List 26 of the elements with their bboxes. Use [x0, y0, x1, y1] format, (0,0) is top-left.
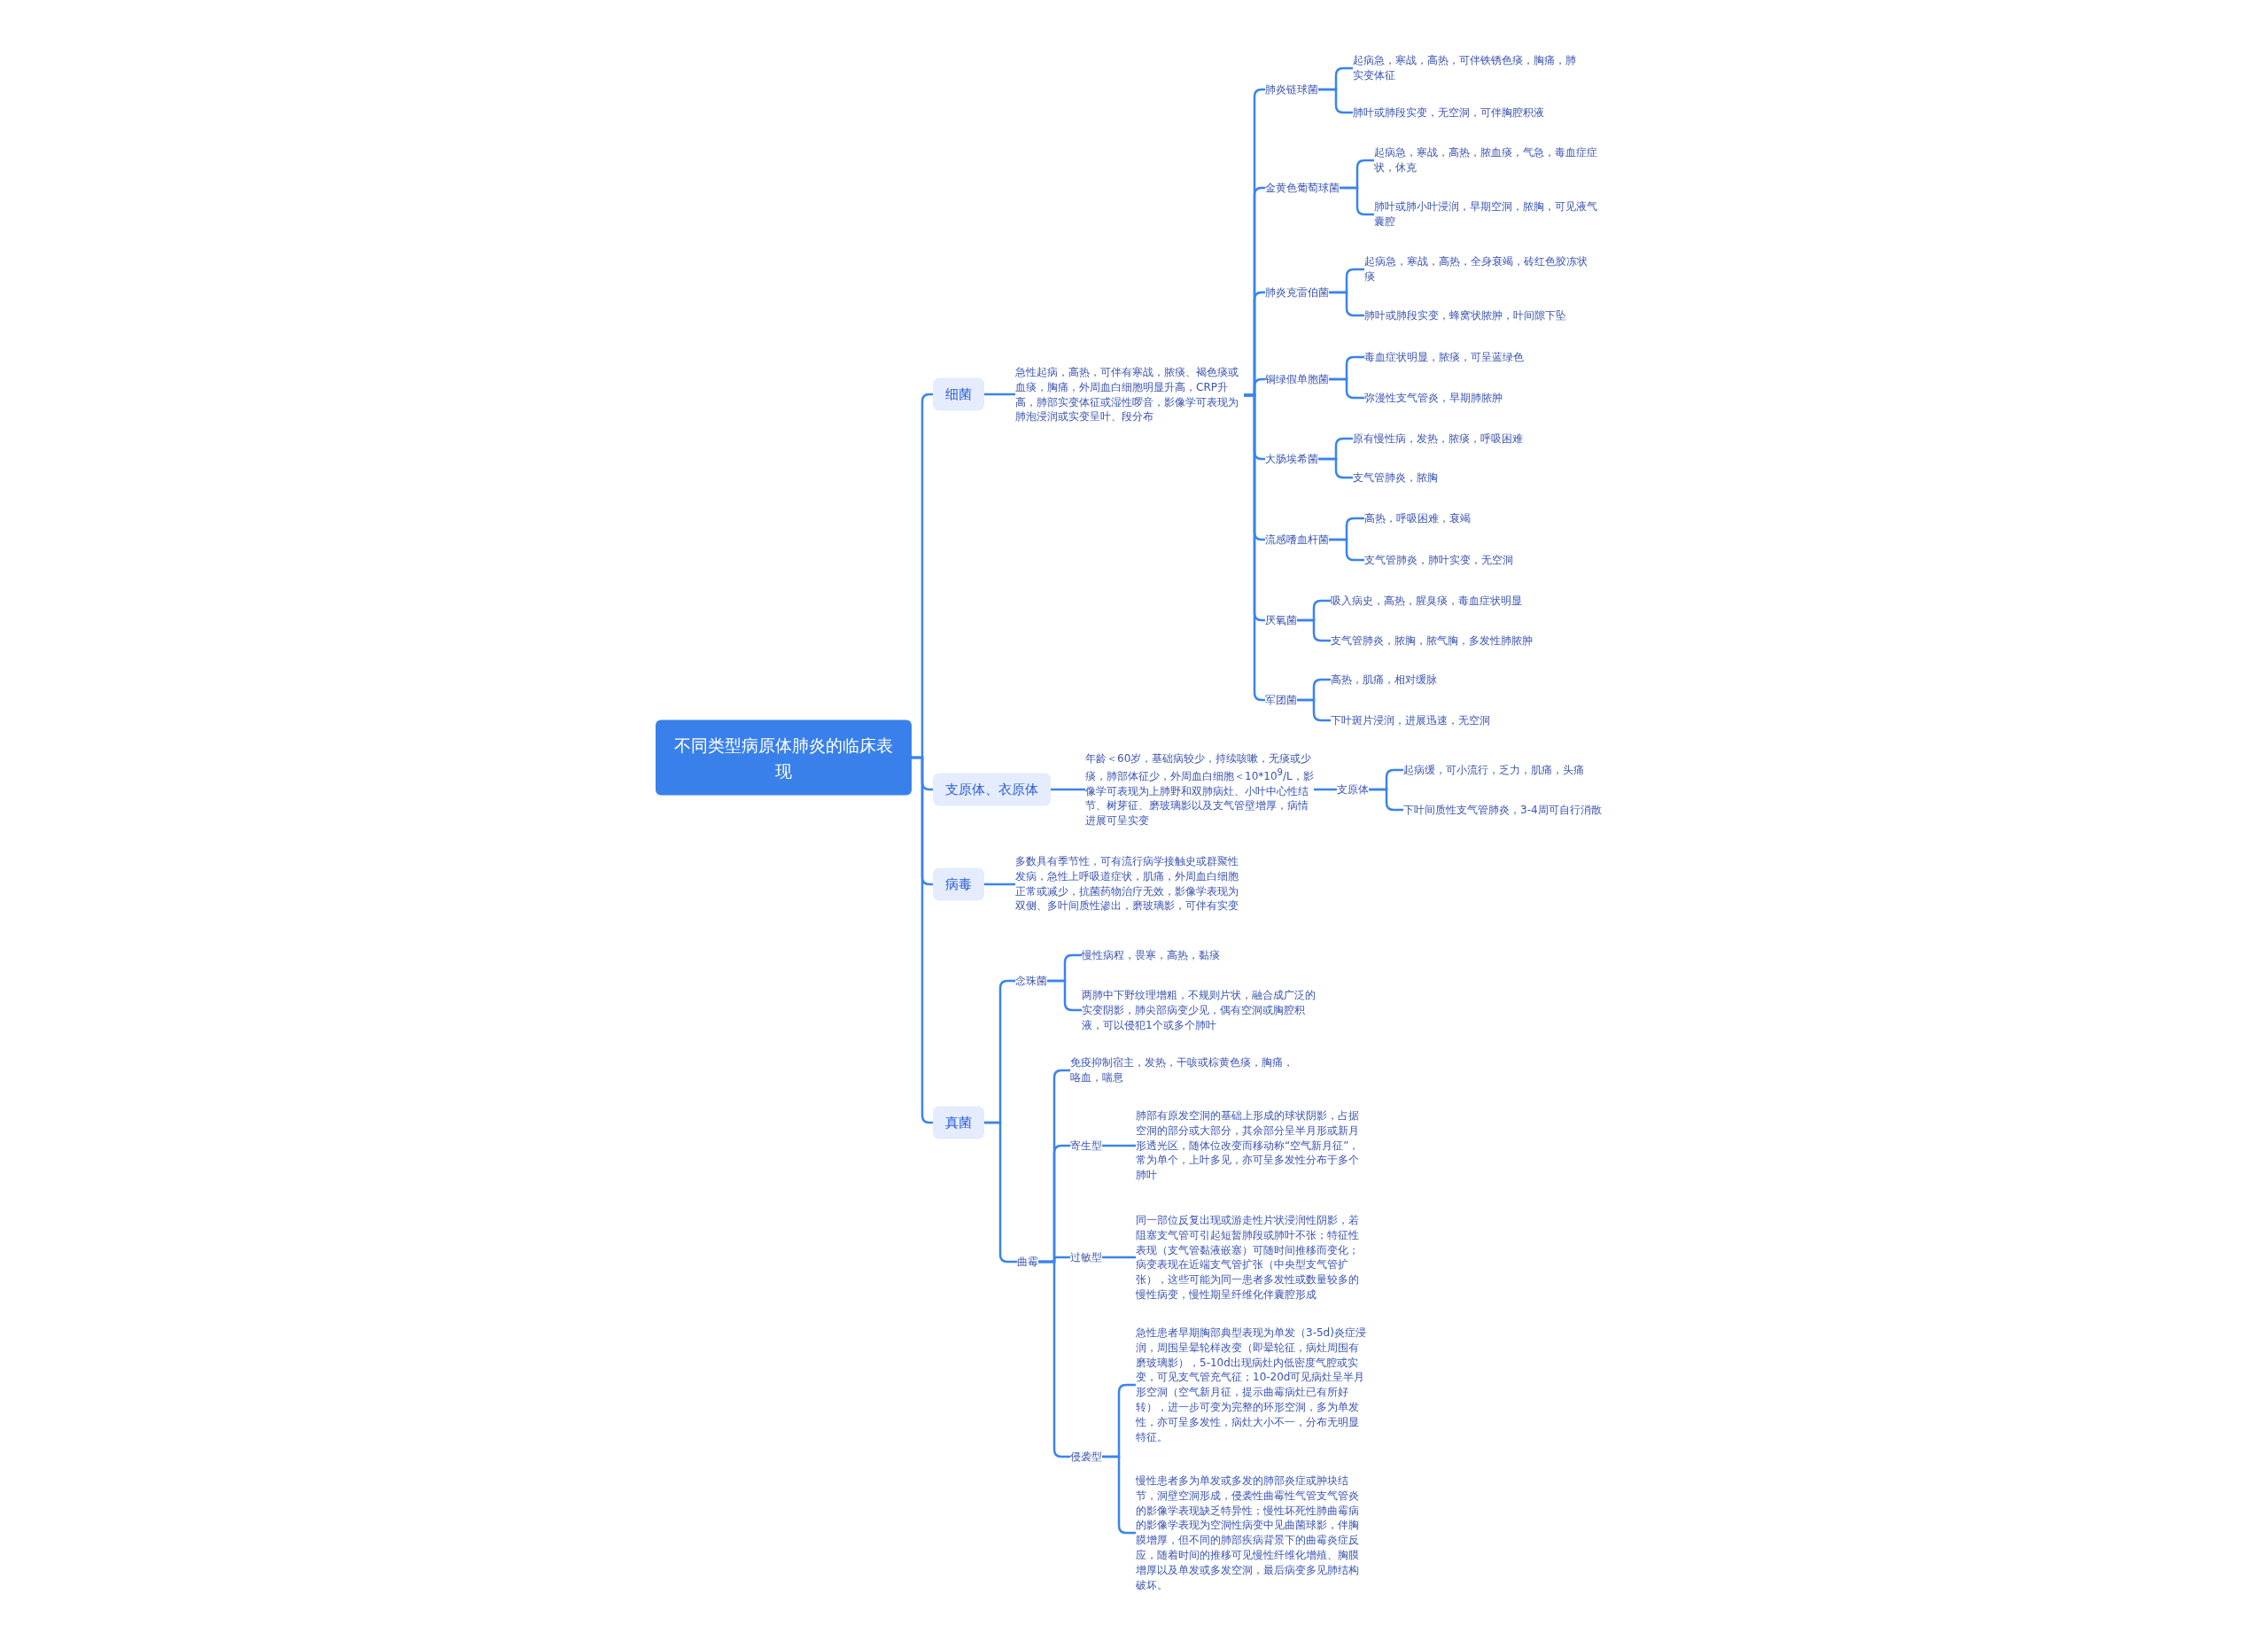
subtopic-text: 肺炎克雷伯菌	[1265, 284, 1329, 300]
branch-topic: 真菌	[933, 1106, 984, 1139]
subtopic-text: 厌氧菌	[1265, 612, 1297, 628]
connector-line	[983, 1121, 1019, 1264]
detail-text: 年龄＜60岁，基础病较少，持续咳嗽，无痰或少痰，肺部体征少，外周血白细胞＜10*10$^{9}$/L，影像学可表现为上肺野和双肺病灶、小叶中心性结节、树芽征、磨玻璃影以及支气管壁增厚，病情进展可呈实变	[1085, 750, 1314, 828]
connector-line	[1049, 788, 1087, 791]
connector-line	[910, 756, 935, 1124]
subtopic-text: 肺炎链球菌	[1265, 82, 1318, 97]
detail-text: 急性患者早期胸部典型表现为单发（3-5d)炎症浸润，周围呈晕轮样改变（即晕轮征，病灶周围有磨玻璃影），5-10d出现病灶内低密度气腔或实变，可见支气管充气征；10-20d可见病灶呈半月形空洞（空气新月征，提示曲霉病灶已有所好转），进一步可变为完整的环形空洞，多为单发性，亦可呈多发性，病灶大小不一，分布无明显特征。	[1136, 1325, 1368, 1445]
connector-line	[983, 393, 1017, 396]
subtopic-text: 大肠埃希菌	[1265, 451, 1318, 467]
subtopic-text: 念珠菌	[1015, 973, 1047, 989]
branch-topic: 细菌	[933, 377, 984, 411]
branch-topic: 支原体、衣原体	[933, 773, 1051, 806]
subtopic-text: 金黄色葡萄球菌	[1265, 180, 1340, 196]
root-topic: 不同类型病原体肺炎的临床表现	[656, 719, 912, 796]
subtopic-text: 流感嗜血杆菌	[1265, 532, 1329, 548]
subtopic-text: 过敏型	[1070, 1249, 1102, 1265]
subtopic-text: 寄生型	[1070, 1138, 1102, 1154]
subtopic-text: 曲霉	[1017, 1254, 1038, 1270]
connector-line	[983, 883, 1017, 886]
subtopic-text: 军团菌	[1265, 692, 1297, 708]
subtopic-text: 铜绿假单胞菌	[1265, 371, 1329, 387]
subtopic-text: 支原体	[1337, 782, 1369, 797]
subtopic-text: 侵袭型	[1070, 1449, 1102, 1465]
branch-topic: 病毒	[933, 867, 984, 901]
